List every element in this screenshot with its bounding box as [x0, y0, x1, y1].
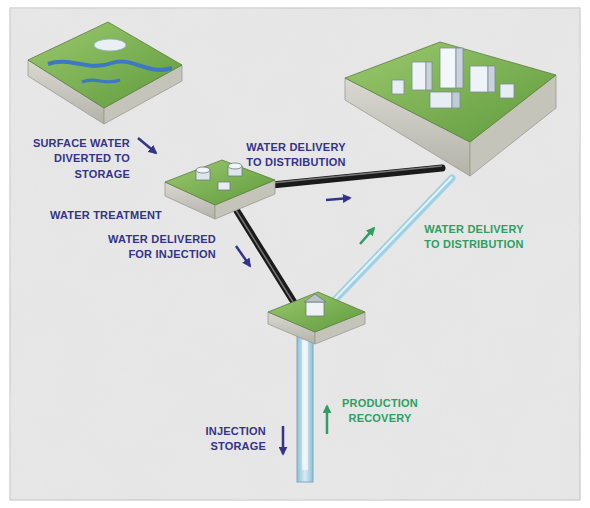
well-shaft [297, 328, 313, 482]
treatment-block [165, 160, 275, 219]
source-block [28, 22, 182, 124]
flow-label: INJECTION STORAGE [186, 424, 266, 455]
flow-label: PRODUCTION RECOVERY [338, 396, 422, 427]
background-panel [10, 8, 580, 500]
well-block [268, 292, 365, 344]
flow-label: WATER DELIVERY TO DISTRIBUTION [240, 140, 352, 171]
city-block [345, 42, 556, 176]
flow-label: WATER DELIVERED FOR INJECTION [100, 232, 216, 263]
marble-texture [10, 8, 580, 500]
flow-label: WATER DELIVERY TO DISTRIBUTION [418, 222, 530, 253]
flow-arrows [138, 138, 374, 454]
flow-label: SURFACE WATER DIVERTED TO STORAGE [24, 136, 130, 182]
flow-label: WATER TREATMENT [44, 208, 168, 223]
